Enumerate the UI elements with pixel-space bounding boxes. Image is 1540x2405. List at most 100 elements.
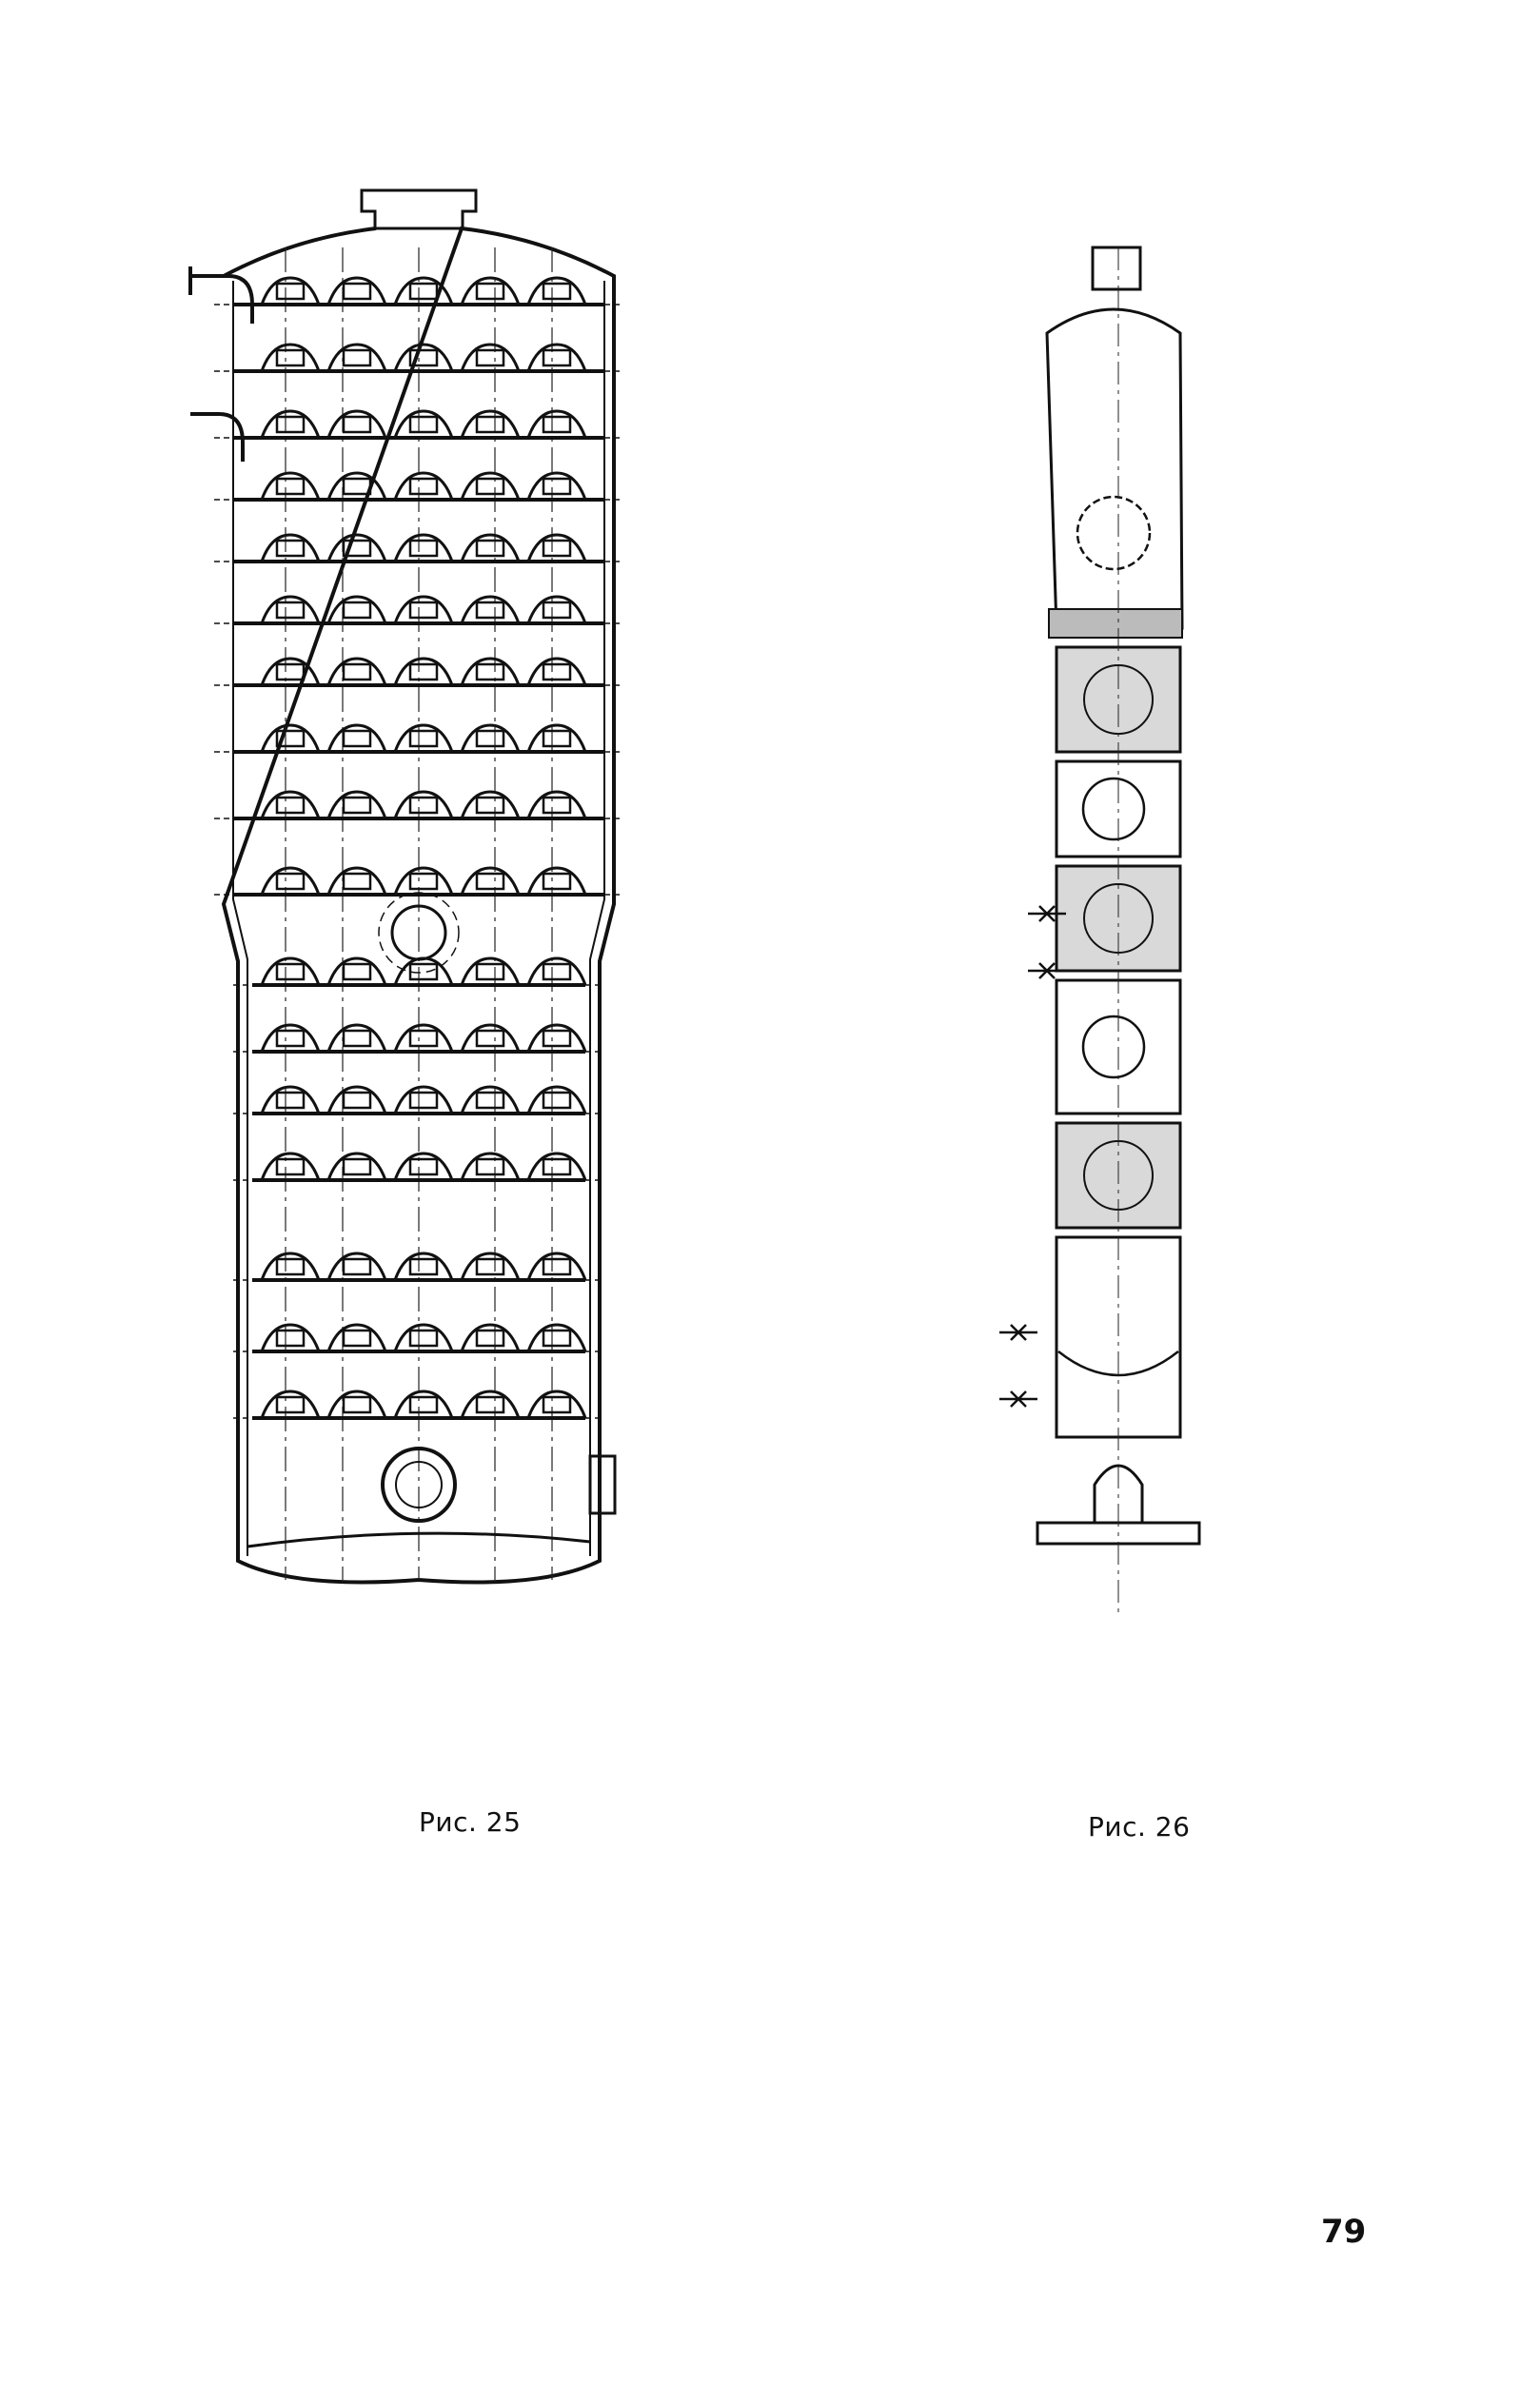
cap-riser — [408, 1257, 439, 1276]
bubble-cap — [526, 723, 587, 753]
bubble-cap — [526, 1152, 587, 1181]
bubble-cap — [326, 1152, 387, 1181]
cap-riser — [542, 729, 572, 748]
bubble-cap — [526, 1085, 587, 1114]
cap-riser — [342, 872, 372, 891]
bubble-cap — [460, 471, 521, 501]
bubble-cap — [393, 595, 454, 624]
bubble-cap — [326, 276, 387, 306]
column-inner-wall — [232, 281, 605, 1556]
bubble-cap — [326, 866, 387, 896]
bubble-cap — [260, 533, 321, 562]
bottom-head — [1057, 1350, 1179, 1377]
bubble-cap — [260, 595, 321, 624]
cap-riser — [275, 1029, 306, 1048]
cap-riser — [475, 1029, 505, 1048]
bubble-cap — [460, 1023, 521, 1053]
page-number: 79 — [1321, 2213, 1367, 2251]
cap-riser — [542, 1091, 572, 1110]
cap-riser — [275, 729, 306, 748]
bubble-cap — [260, 657, 321, 686]
bubble-cap — [326, 1023, 387, 1053]
bubble-cap — [526, 471, 587, 501]
cap-riser — [342, 662, 372, 681]
cap-riser — [275, 1329, 306, 1348]
cap-riser — [275, 1395, 306, 1414]
cap-riser — [542, 962, 572, 981]
cap-riser — [342, 1091, 372, 1110]
cap-riser — [475, 729, 505, 748]
bubble-cap — [326, 723, 387, 753]
cap-riser — [475, 662, 505, 681]
bubble-cap — [526, 1323, 587, 1352]
bubble-cap — [260, 343, 321, 372]
cap-riser — [475, 348, 505, 367]
bubble-cap — [526, 790, 587, 819]
bubble-cap — [326, 790, 387, 819]
bubble-cap — [326, 471, 387, 501]
bubble-cap — [393, 533, 454, 562]
cap-riser — [408, 1329, 439, 1348]
bubble-cap — [260, 790, 321, 819]
bubble-cap — [393, 790, 454, 819]
cap-riser — [342, 1395, 372, 1414]
bubble-cap — [460, 1152, 521, 1181]
bubble-cap — [460, 790, 521, 819]
bubble-cap — [326, 533, 387, 562]
cap-riser — [342, 539, 372, 558]
manhole — [1076, 495, 1152, 571]
bubble-cap — [393, 1085, 454, 1114]
bubble-cap — [460, 276, 521, 306]
cap-riser — [275, 348, 306, 367]
bubble-cap — [393, 471, 454, 501]
bubble-cap — [526, 409, 587, 439]
cap-riser — [475, 796, 505, 815]
cap-riser — [408, 1395, 439, 1414]
bubble-cap — [460, 657, 521, 686]
bubble-cap — [326, 1390, 387, 1419]
figure-25-tray-column-drawing — [181, 171, 657, 1618]
side-valve — [999, 1324, 1037, 1341]
cap-riser — [542, 539, 572, 558]
bubble-cap — [393, 1390, 454, 1419]
top-nozzle — [360, 188, 478, 230]
cap-riser — [475, 282, 505, 301]
cap-riser — [475, 1329, 505, 1348]
cap-riser — [408, 872, 439, 891]
bubble-cap — [393, 1323, 454, 1352]
cap-riser — [542, 1395, 572, 1414]
cap-riser — [275, 1157, 306, 1176]
bubble-cap — [260, 1152, 321, 1181]
cap-riser — [342, 1029, 372, 1048]
cap-riser — [342, 601, 372, 620]
bubble-cap — [393, 409, 454, 439]
bubble-cap — [326, 595, 387, 624]
bubble-cap — [393, 866, 454, 896]
bubble-cap — [326, 657, 387, 686]
skirt-opening — [1093, 1464, 1144, 1525]
bubble-cap — [460, 866, 521, 896]
cap-riser — [275, 539, 306, 558]
cap-riser — [342, 477, 372, 496]
bottom-manhole — [381, 1447, 457, 1523]
bubble-cap — [526, 657, 587, 686]
cap-riser — [408, 796, 439, 815]
section-manhole — [1081, 777, 1146, 841]
bubble-cap — [260, 956, 321, 986]
bubble-cap — [393, 343, 454, 372]
cap-riser — [542, 1157, 572, 1176]
cap-riser — [275, 662, 306, 681]
cap-riser — [542, 415, 572, 434]
feed-manifold-outline — [378, 892, 460, 974]
bubble-cap — [260, 1023, 321, 1053]
bubble-cap — [460, 1390, 521, 1419]
cap-riser — [542, 282, 572, 301]
column-shell — [221, 226, 616, 1585]
bottom-outlet-pipe — [247, 1531, 591, 1548]
bubble-cap — [393, 723, 454, 753]
bubble-cap — [460, 533, 521, 562]
cap-riser — [342, 282, 372, 301]
bubble-cap — [526, 1390, 587, 1419]
cap-riser — [475, 601, 505, 620]
bubble-cap — [393, 276, 454, 306]
